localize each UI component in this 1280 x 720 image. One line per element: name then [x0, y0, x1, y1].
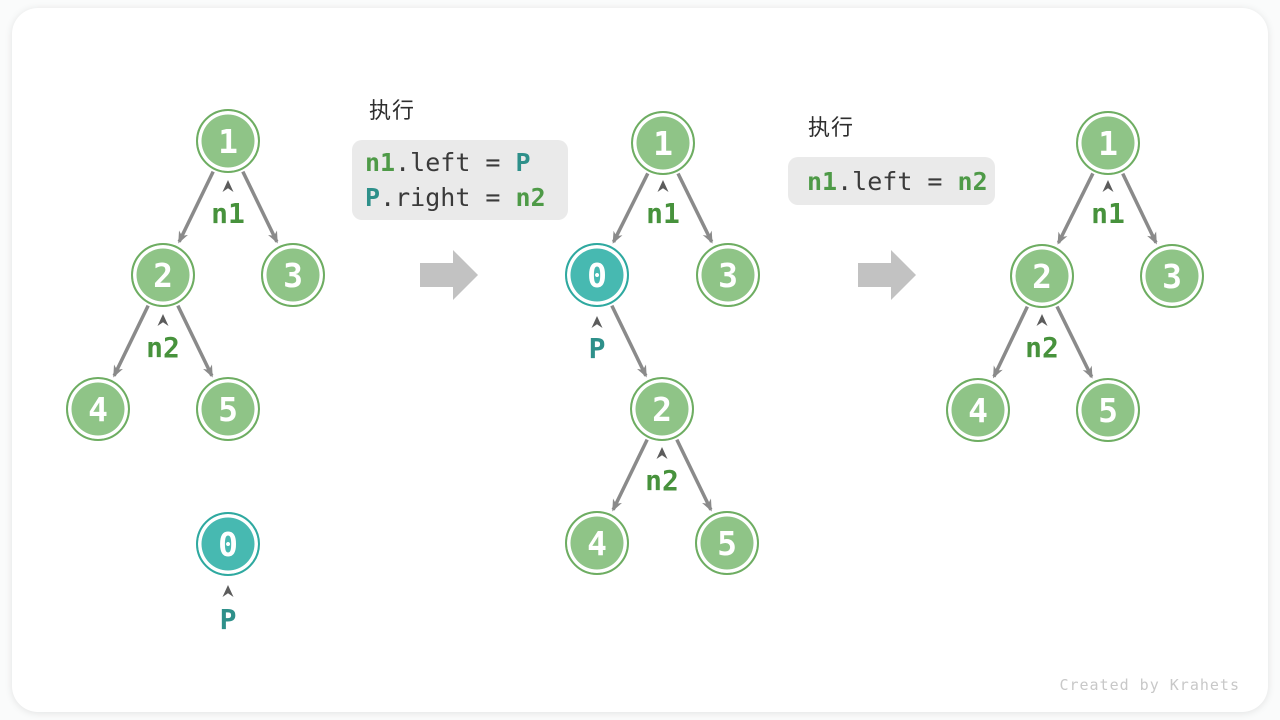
pointer-label-n1: n1	[1091, 197, 1125, 230]
tree-node-1: 1	[196, 109, 260, 173]
tree-edge-arrow	[241, 170, 279, 244]
watermark: Created by Krahets	[1059, 676, 1240, 694]
pointer-caret-icon	[1036, 314, 1048, 326]
node-value: 2	[1032, 256, 1052, 296]
transition-arrow-icon	[858, 250, 916, 300]
tree-edge-arrow	[675, 438, 713, 512]
pointer-label-n2: n2	[645, 464, 679, 497]
tree-node-4: 4	[946, 378, 1010, 442]
pointer-caret-icon	[222, 585, 234, 597]
pointer-caret-icon	[591, 316, 603, 328]
pointer-caret-icon	[656, 447, 668, 459]
tree-edge-arrow	[177, 170, 215, 244]
code-token: .left =	[837, 166, 958, 196]
pointer-label-n2: n2	[1025, 331, 1059, 364]
tree-edge-arrow	[610, 304, 648, 378]
tree-edge-arrow	[611, 172, 650, 244]
code-line: n1.left = n2	[807, 164, 995, 199]
pointer-label-P: P	[219, 603, 237, 636]
tree-edge-arrow	[112, 304, 150, 378]
node-value: 5	[218, 389, 238, 429]
tree-node-0: 0	[565, 243, 629, 307]
node-value: 3	[283, 255, 303, 295]
tree-node-0: 0	[196, 512, 260, 576]
code-block-title: 执行	[808, 115, 855, 140]
node-value: 0	[587, 255, 607, 295]
tree-node-4: 4	[565, 511, 629, 575]
tree-node-4: 4	[66, 377, 130, 441]
pointer-label-n1: n1	[211, 197, 245, 230]
tree-edge-arrow	[176, 304, 214, 378]
tree-edge-arrow	[676, 172, 714, 244]
tree-node-1: 1	[1076, 111, 1140, 175]
node-value: 5	[717, 523, 737, 563]
tree-node-5: 5	[1076, 378, 1140, 442]
code-token: n1	[365, 148, 396, 177]
code-line: P.right = n2	[365, 180, 568, 215]
pointer-caret-icon	[1102, 180, 1114, 192]
pointer-label-P: P	[588, 332, 606, 365]
code-token: n2	[957, 166, 988, 196]
tree-node-3: 3	[261, 243, 325, 307]
pointer-caret-icon	[222, 180, 234, 192]
tree-node-2: 2	[1010, 244, 1074, 308]
pointer-label-n1: n1	[646, 197, 680, 230]
pointer-caret-icon	[657, 180, 669, 192]
node-value: 1	[218, 121, 238, 161]
code-line: n1.left = P	[365, 145, 568, 180]
node-value: 3	[1162, 256, 1182, 296]
node-value: 2	[652, 389, 672, 429]
pointer-label-n2: n2	[146, 331, 180, 364]
tree-node-1: 1	[631, 111, 695, 175]
tree-edge-arrow	[992, 305, 1029, 379]
code-token: n1	[807, 166, 838, 196]
tree-node-3: 3	[1140, 244, 1204, 308]
tree-node-2: 2	[630, 377, 694, 441]
code-token: .right =	[380, 183, 516, 212]
tree-edge-arrow	[1121, 172, 1158, 245]
node-value: 4	[587, 523, 607, 563]
code-token: P	[365, 183, 381, 212]
transition-arrow-icon	[420, 250, 478, 300]
code-token: n2	[515, 183, 546, 212]
node-value: 1	[653, 123, 673, 163]
code-token: P	[515, 148, 531, 177]
node-value: 5	[1098, 390, 1118, 430]
tree-node-3: 3	[696, 243, 760, 307]
tree-node-2: 2	[131, 243, 195, 307]
tree-edge-arrow	[1055, 305, 1094, 379]
tree-edge-arrow	[1056, 172, 1095, 245]
node-value: 4	[968, 390, 988, 430]
node-value: 2	[153, 255, 173, 295]
tree-node-5: 5	[695, 511, 759, 575]
tree-node-5: 5	[196, 377, 260, 441]
node-value: 3	[718, 255, 738, 295]
node-value: 0	[218, 524, 238, 564]
code-block-2: n1.left = n2	[788, 157, 995, 205]
pointer-caret-icon	[157, 314, 169, 326]
code-block-title: 执行	[369, 98, 416, 123]
node-value: 4	[88, 389, 108, 429]
code-token: .left =	[395, 148, 516, 177]
node-value: 1	[1098, 123, 1118, 163]
tree-edge-arrow	[611, 438, 649, 512]
